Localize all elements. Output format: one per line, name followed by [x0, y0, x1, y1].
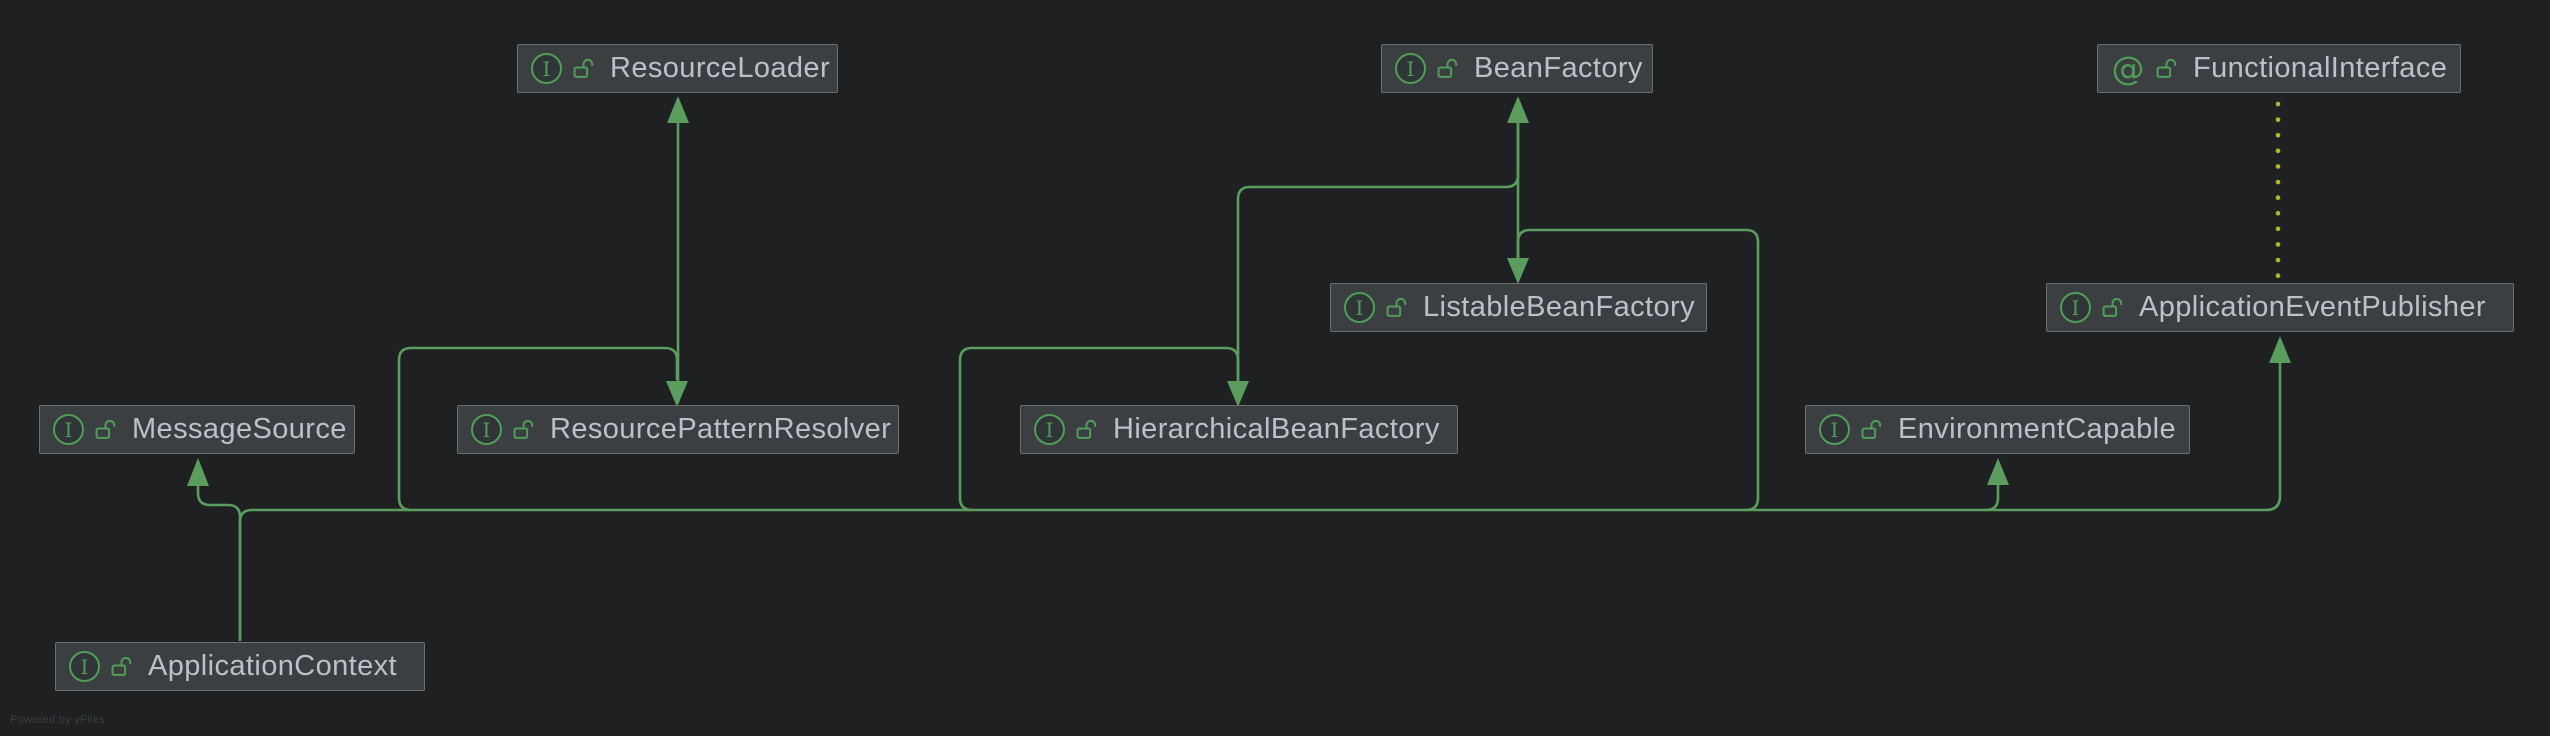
interface-icon: I [2060, 292, 2091, 323]
node-resourceloader[interactable]: I ResourceLoader [517, 44, 838, 93]
node-applicationcontext[interactable]: I ApplicationContext [55, 642, 425, 691]
arrowhead-messagesource [187, 458, 209, 486]
yfiles-watermark: Powered by yFiles [10, 714, 105, 726]
public-lock-icon [573, 58, 596, 79]
node-environmentcapable[interactable]: I EnvironmentCapable [1805, 405, 2190, 454]
arrowhead-hierarchicalbeanfactory [1227, 381, 1249, 407]
annotation-icon: @ [2111, 49, 2145, 88]
node-resourcepatternresolver[interactable]: I ResourcePatternResolver [457, 405, 899, 454]
node-beanfactory[interactable]: I BeanFactory [1381, 44, 1653, 93]
public-lock-icon [513, 419, 536, 440]
arrowhead-resourcepatternresolver [666, 381, 688, 407]
node-label: HierarchicalBeanFactory [1113, 413, 1440, 445]
interface-icon: I [1344, 292, 1375, 323]
node-label: ResourceLoader [610, 52, 831, 84]
node-label: ApplicationEventPublisher [2139, 291, 2486, 323]
node-label: EnvironmentCapable [1898, 413, 2177, 445]
node-hierarchicalbeanfactory[interactable]: I HierarchicalBeanFactory [1020, 405, 1458, 454]
interface-icon: I [69, 651, 100, 682]
node-label: ListableBeanFactory [1423, 291, 1695, 323]
edge-applicationcontext-listablebeanfactory[interactable] [1516, 228, 1760, 512]
edge-applicationcontext-environmentcapable[interactable] [1985, 484, 2000, 512]
node-functionalinterface[interactable]: @ FunctionalInterface [2097, 44, 2461, 93]
node-label: ApplicationContext [148, 650, 398, 682]
node-label: FunctionalInterface [2193, 52, 2448, 84]
public-lock-icon [1437, 58, 1460, 79]
public-lock-icon [2102, 297, 2125, 318]
arrowhead-environmentcapable [1987, 458, 2009, 485]
arrowhead-applicationeventpublisher [2269, 336, 2291, 363]
interface-icon: I [531, 53, 562, 84]
public-lock-icon [2156, 58, 2179, 79]
edge-applicationcontext-applicationeventpublisher[interactable] [238, 362, 2282, 641]
public-lock-icon [1076, 419, 1099, 440]
public-lock-icon [1861, 419, 1884, 440]
node-applicationeventpublisher[interactable]: I ApplicationEventPublisher [2046, 283, 2514, 332]
edge-applicationcontext-resourcepatternresolver[interactable] [397, 346, 679, 512]
public-lock-icon [1386, 297, 1409, 318]
arrowhead-listablebeanfactory [1507, 258, 1529, 284]
node-label: BeanFactory [1474, 52, 1643, 84]
node-messagesource[interactable]: I MessageSource [39, 405, 355, 454]
arrowhead-beanfactory [1507, 96, 1529, 123]
public-lock-icon [95, 419, 118, 440]
interface-icon: I [1395, 53, 1426, 84]
public-lock-icon [111, 656, 134, 677]
interface-icon: I [471, 414, 502, 445]
arrowhead-resourceloader [667, 96, 689, 123]
edge-applicationcontext-hierarchicalbeanfactory[interactable] [958, 346, 1240, 512]
node-listablebeanfactory[interactable]: I ListableBeanFactory [1330, 283, 1707, 332]
edge-applicationcontext-messagesource[interactable] [196, 485, 242, 641]
node-label: MessageSource [132, 413, 347, 445]
edge-hierarchicalbeanfactory-beanfactory[interactable] [1236, 123, 1520, 403]
interface-icon: I [1819, 414, 1850, 445]
interface-icon: I [1034, 414, 1065, 445]
node-label: ResourcePatternResolver [550, 413, 892, 445]
interface-icon: I [53, 414, 84, 445]
